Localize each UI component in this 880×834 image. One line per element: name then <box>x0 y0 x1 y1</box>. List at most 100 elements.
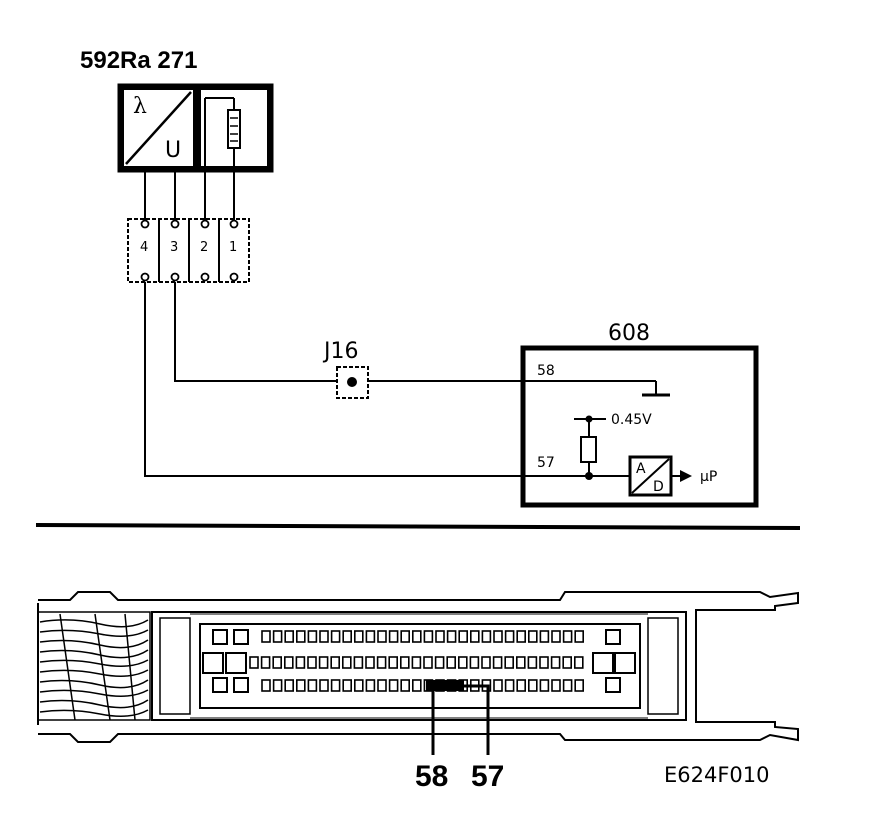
cable-hatching <box>39 613 149 721</box>
plug-pin-cell <box>284 630 295 643</box>
plug-pin-cell <box>493 679 503 692</box>
plug-pin-cell <box>307 656 317 669</box>
plug-pin-cell <box>353 630 364 643</box>
plug-pin-cell <box>400 630 411 643</box>
plug-pin-cell <box>307 679 318 692</box>
plug-pin-cell <box>573 656 584 669</box>
plug-pin-cell <box>342 630 353 643</box>
lambda-symbol: λ <box>133 94 147 119</box>
plug-pin-cell <box>318 656 329 669</box>
plug-pin-cell <box>342 679 353 692</box>
plug-pin-cell <box>527 679 538 692</box>
plug-pin-cell <box>353 679 364 692</box>
plug-pin-cell <box>574 679 585 692</box>
plug-pin-cell <box>574 630 585 643</box>
junction-j16 <box>336 366 369 399</box>
plug-pin-cell <box>319 630 329 643</box>
plug-pin-cell <box>388 630 399 643</box>
plug-pin-cell <box>457 656 468 669</box>
plug-pin-cell <box>493 630 503 643</box>
connector-pin-4: 4 <box>140 240 148 255</box>
plug-pin-cell <box>388 656 399 669</box>
plug-pin-cell <box>272 679 283 692</box>
plug-pin-cell <box>330 630 341 643</box>
plug-pin-cell <box>504 656 515 669</box>
plug-pin-cell <box>423 630 434 643</box>
plug-pin-cell <box>388 679 399 692</box>
plug-pin-cell <box>481 630 492 643</box>
plug-pin-cell <box>376 656 387 669</box>
junction-label: J16 <box>322 339 358 364</box>
plug-pin-cell <box>377 630 387 643</box>
plug-pin-cell <box>411 656 422 669</box>
plug-pin-cell <box>516 679 527 692</box>
plug-pin-cell <box>515 656 526 669</box>
plug-pin-cell <box>539 656 549 669</box>
adc-label-a: A <box>636 461 646 477</box>
section-divider <box>35 523 801 530</box>
reference-voltage: 0.45V <box>611 412 652 428</box>
plug-pin-cell <box>527 630 538 643</box>
plug-pin-cell <box>295 656 306 669</box>
plug-pin-cell <box>411 630 422 643</box>
plug-pin-cell <box>423 656 433 669</box>
plug-pin-label-58: 58 <box>415 760 448 793</box>
plug-pin-cell <box>365 630 376 643</box>
plug-pin-cell <box>539 630 550 643</box>
plug-pin-cell <box>295 679 306 692</box>
plug-pin-cell <box>551 630 561 643</box>
plug-pin-cell <box>492 656 503 669</box>
plug-pin-cell <box>272 630 283 643</box>
plug-pin-cell <box>446 656 457 669</box>
plug-pin-cell <box>458 630 469 643</box>
plug-pin-cell <box>562 630 573 643</box>
plug-pin-cell <box>504 679 515 692</box>
plug-pin-cell <box>283 656 294 669</box>
ecu-pin-58: 58 <box>537 363 555 379</box>
plug-pin-cell <box>446 630 457 643</box>
plug-pin-cell <box>307 630 318 643</box>
plug-pin-cell <box>411 679 422 692</box>
reference-resistor-icon <box>574 415 606 476</box>
heater-resistor-icon <box>204 97 241 175</box>
plug-pin-cell <box>341 656 352 669</box>
plug-pin-cell <box>504 630 515 643</box>
plug-pin-cell <box>400 679 411 692</box>
ground-icon <box>525 380 670 397</box>
ecu-label: 608 <box>608 321 650 346</box>
plug-pin-cell <box>551 679 561 692</box>
plug-pin-cell <box>562 656 573 669</box>
connector-pin-3: 3 <box>170 240 178 255</box>
plug-pin-cell <box>284 679 295 692</box>
plug-pin-cell <box>434 656 445 669</box>
plug-pin-cell <box>260 656 271 669</box>
plug-pin-cell <box>261 630 271 643</box>
ecu-box: 58 57 0.45V A D µP <box>520 345 759 508</box>
microprocessor-label: µP <box>700 469 717 485</box>
connector-pin-1: 1 <box>229 240 237 255</box>
plug-pin-cell <box>469 630 480 643</box>
plug-pin-rows <box>249 630 585 692</box>
plug-pin-cell <box>562 679 573 692</box>
plug-pin-cell <box>249 656 259 669</box>
plug-pin-cell <box>435 630 445 643</box>
plug-pin-cell <box>481 656 491 669</box>
plug-pin-cell <box>399 656 410 669</box>
plug-pin-cell <box>365 679 376 692</box>
plug-pin-cell <box>550 656 561 669</box>
plug-pin-cell <box>319 679 329 692</box>
oxygen-sensor: λ U <box>117 83 274 175</box>
voltage-symbol: U <box>165 138 181 163</box>
plug-pin-cell <box>539 679 550 692</box>
sensor-connector: 4 3 2 1 <box>127 218 250 283</box>
plug-pin-cell <box>377 679 387 692</box>
plug-pin-cell <box>295 630 306 643</box>
adc-converter: A D <box>628 455 673 497</box>
plug-pin-cell <box>272 656 283 669</box>
ecu-plug <box>37 591 799 755</box>
plug-pin-cell <box>469 656 480 669</box>
plug-pin-cell <box>261 679 271 692</box>
leader-line-57 <box>455 684 490 755</box>
